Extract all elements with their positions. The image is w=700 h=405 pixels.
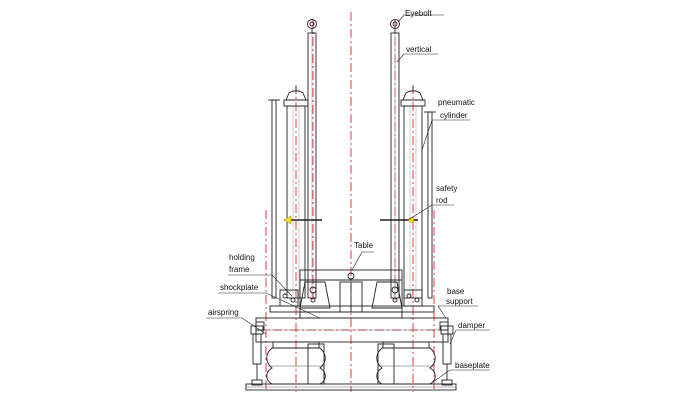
- baseplate-label: baseplate: [455, 361, 490, 370]
- left-damper: [252, 333, 262, 365]
- baseplate-leader: [429, 369, 490, 385]
- shockplate-label: shockplate: [220, 283, 259, 292]
- right-vertical-rod: [390, 19, 400, 299]
- left-pneumatic-cylinder: [283, 86, 309, 299]
- safety-label: safety: [436, 184, 457, 193]
- left-vertical-rod: [307, 19, 317, 299]
- airspring-leader: [206, 317, 267, 335]
- table-assembly: [269, 269, 435, 319]
- safety-rod-leader: [407, 204, 454, 221]
- right-cylinder-body: [403, 105, 423, 299]
- holding-label: holding: [229, 253, 255, 262]
- eyebolt-leader: [397, 14, 444, 23]
- frame-label: frame: [229, 265, 250, 274]
- base-label: base: [447, 287, 465, 296]
- table-label: Table: [354, 241, 374, 250]
- vertical-label: vertical: [406, 45, 432, 54]
- base-support-leader: [437, 305, 478, 319]
- rod-label: rod: [436, 196, 448, 205]
- safety-rods: [283, 215, 418, 225]
- labels: Eyebolt vertical pneumatic cylinder safe…: [208, 9, 490, 370]
- shockplate: [269, 305, 435, 313]
- eyebolt-label: Eyebolt: [405, 9, 432, 18]
- table-leader: [351, 251, 374, 271]
- base-support: [255, 317, 449, 343]
- vertical-leader: [396, 53, 438, 63]
- pneumatic-label: pneumatic: [438, 98, 475, 107]
- right-eyebolt-icon: [390, 19, 400, 29]
- table-bolt-icon: [347, 272, 355, 280]
- right-outer-post: [427, 111, 433, 299]
- baseplate-assembly: [245, 383, 457, 391]
- holding-frame-leader: [228, 274, 293, 297]
- centerlines: [256, 12, 448, 392]
- dampers: [250, 325, 454, 386]
- left-safety-tip-icon: [283, 215, 292, 225]
- right-damper: [442, 333, 452, 365]
- support-label: support: [446, 297, 473, 306]
- left-outer-post: [271, 99, 277, 299]
- right-pneumatic-cylinder: [400, 86, 426, 299]
- shockplate-leader: [218, 292, 321, 319]
- cylinder-label: cylinder: [440, 111, 468, 120]
- airspring-label: airspring: [208, 308, 239, 317]
- cylinder-leader: [421, 119, 470, 151]
- damper-label: damper: [458, 321, 485, 330]
- leader-lines: [206, 14, 490, 385]
- left-eyebolt-icon: [307, 19, 317, 29]
- damper-leader: [449, 329, 490, 345]
- left-cylinder-body: [286, 105, 306, 299]
